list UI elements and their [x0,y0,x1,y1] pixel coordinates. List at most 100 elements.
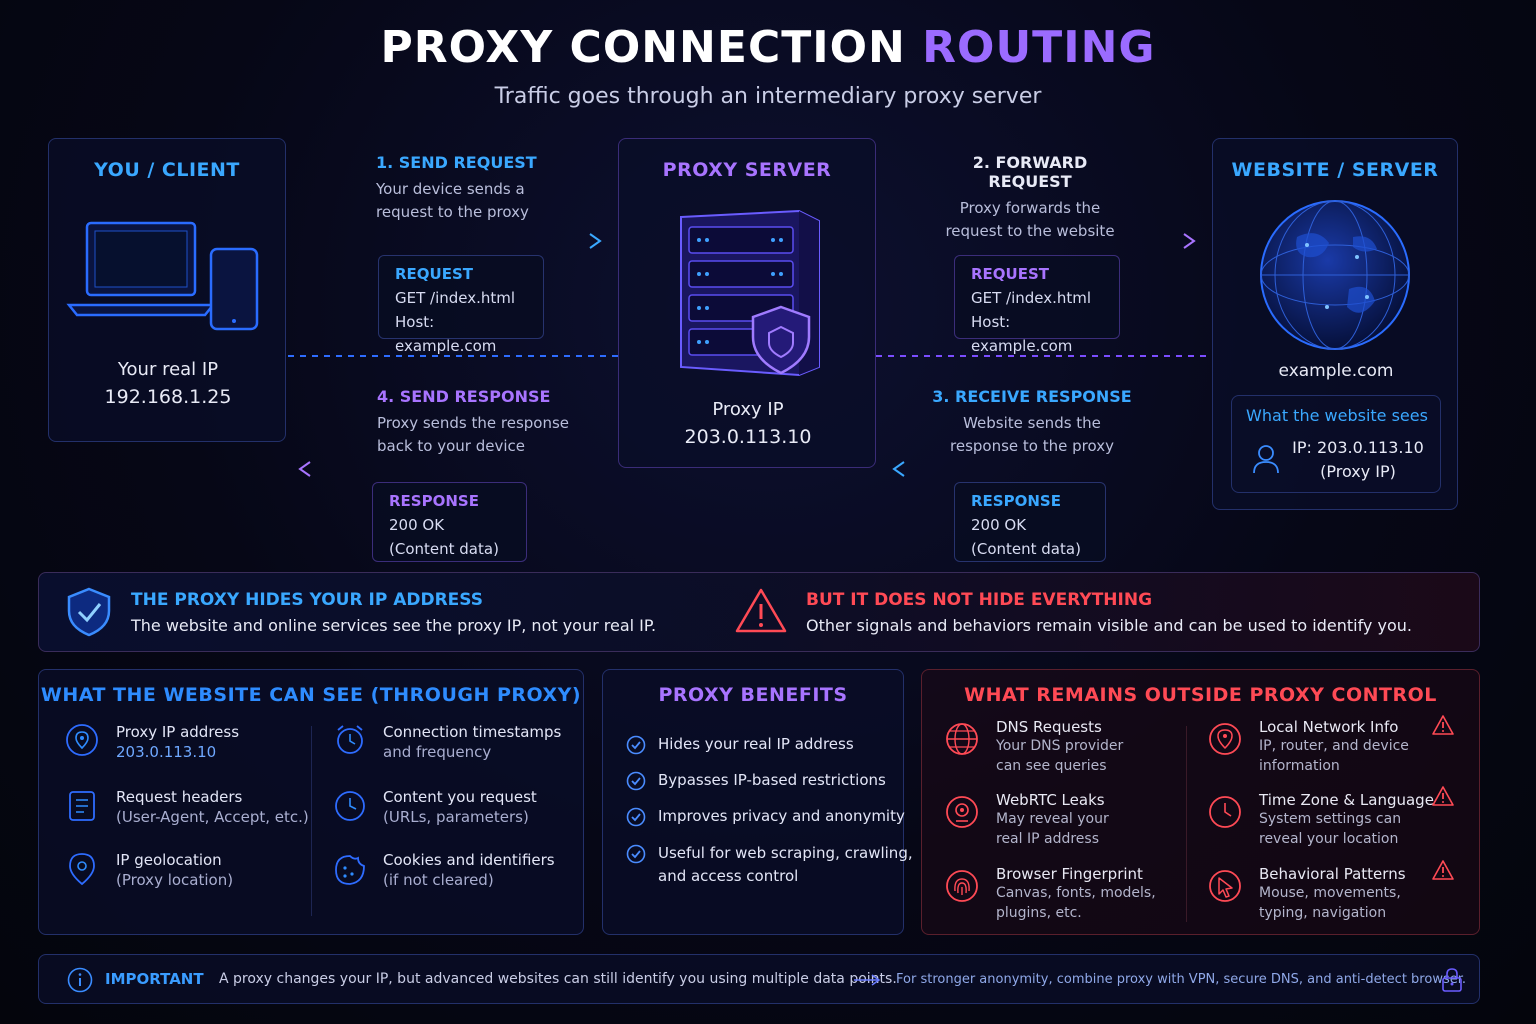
important-label: IMPORTANT [105,970,204,988]
website-sees-title: What the website sees [1246,406,1428,425]
item-sub: System settings can [1259,811,1402,827]
item-sub: (Proxy location) [116,871,234,889]
can-see-item: Content you request(URLs, parameters) [383,788,537,828]
item-title: Content you request [383,788,537,806]
alarm-clock-icon [337,725,363,754]
item-title: Browser Fingerprint [996,865,1143,883]
item-sub: Canvas, fonts, models, [996,885,1156,901]
request-box-left: REQUEST GET /index.html Host: example.co… [378,255,544,355]
response-label: RESPONSE [971,492,1061,510]
check-circle-icon [626,735,646,755]
banner-right-title: BUT IT DOES NOT HIDE EVERYTHING [806,590,1153,610]
item-sub: 203.0.113.10 [116,743,217,761]
globe-icon [946,723,978,755]
can-see-item: Cookies and identifiers(if not cleared) [383,851,555,891]
step-desc: Your device sends a [376,180,525,198]
step-send-request: 1. SEND REQUEST Your device sends a requ… [376,153,596,224]
proxy-ip: 203.0.113.10 [684,426,812,448]
response-content: (Content data) [389,540,499,558]
item-title: WebRTC Leaks [996,791,1105,809]
outside-heading: WHAT REMAINS OUTSIDE PROXY CONTROL [964,684,1437,706]
shield-check-icon [67,587,111,637]
network-icon [1209,723,1241,755]
step-desc: Proxy forwards the [959,199,1101,217]
item-sub: (if not cleared) [383,871,494,889]
item-sub: IP, router, and device [1259,738,1409,754]
cursor-icon [1209,870,1241,902]
arrow-website-to-proxy [892,461,1196,477]
banner-right-text: Other signals and behaviors remain visib… [806,616,1412,635]
item-sub: typing, navigation [1259,905,1387,921]
benefit-item-cont: and access control [658,867,799,885]
request-host: Host: example.com [971,313,1073,355]
website-sees-box: What the website sees IP: 203.0.113.10 (… [1231,395,1441,493]
response-status: 200 OK [389,516,445,534]
warning-icon [1432,860,1454,880]
check-circle-icon [626,844,646,864]
location-pin-icon [66,724,98,756]
request-line: GET /index.html [395,289,516,307]
step-send-response: 4. SEND RESPONSE Proxy sends the respons… [377,387,597,458]
request-host: Host: example.com [395,313,497,355]
lock-icon [1442,968,1462,992]
check-circle-icon [626,807,646,827]
warning-icon [1432,786,1454,806]
arrow-right-icon [854,974,881,986]
website-can-see-panel: WHAT THE WEBSITE CAN SEE (THROUGH PROXY) [38,669,584,935]
request-box-right: REQUEST GET /index.html Host: example.co… [954,255,1120,355]
website-heading: WEBSITE / SERVER [1231,159,1439,181]
warning-icon [735,588,787,633]
step-title: 1. SEND REQUEST [376,153,537,172]
banner-left-title: THE PROXY HIDES YOUR IP ADDRESS [131,590,484,610]
step-desc: back to your device [377,437,526,455]
step-desc: request to the proxy [376,203,529,221]
item-sub: and frequency [383,743,492,761]
website-panel: WEBSITE / SERVER example.com What the we… [1212,138,1458,510]
document-icon [69,791,95,821]
proxy-benefits-panel: PROXY BENEFITS [602,669,904,935]
item-sub: real IP address [996,831,1100,847]
website-domain: example.com [1278,361,1394,381]
laptop-phone-icon [66,221,259,331]
request-label: REQUEST [395,265,474,283]
item-sub: Mouse, movements, [1259,885,1401,901]
user-icon [1253,445,1279,474]
cookie-icon [335,855,365,885]
item-sub: plugins, etc. [996,905,1082,921]
important-text: A proxy changes your IP, but advanced we… [219,971,897,987]
request-line: GET /index.html [971,289,1092,307]
benefit-item: Improves privacy and anonymity [658,807,905,825]
proxy-heading: PROXY SERVER [662,159,832,181]
clock-icon [1209,796,1241,828]
item-title: Time Zone & Language [1259,791,1434,809]
step-forward-request: 2. FORWARD REQUEST Proxy forwards the re… [930,153,1130,243]
outside-control-panel: WHAT REMAINS OUTSIDE PROXY CONTROL [921,669,1480,935]
server-shield-icon [680,209,820,377]
flow-arrows [288,233,1212,477]
page-subtitle: Traffic goes through an intermediary pro… [494,84,1042,109]
step-title: 3. RECEIVE RESPONSE [932,387,1132,406]
step-desc: response to the proxy [950,437,1114,455]
website-sees-ip: IP: 203.0.113.10 [1292,438,1424,457]
item-sub: reveal your location [1259,831,1399,847]
website-sees-note: (Proxy IP) [1320,462,1396,481]
item-title: Connection timestamps [383,723,562,741]
webcam-icon [946,796,978,828]
item-sub: May reveal your [996,811,1109,827]
step-desc: Proxy sends the response [377,414,570,432]
globe-icon [1260,200,1410,350]
response-status: 200 OK [971,516,1027,534]
item-sub: can see queries [996,758,1107,774]
can-see-item: Request headers(User-Agent, Accept, etc.… [116,788,309,828]
response-box-left: RESPONSE 200 OK (Content data) [372,482,527,562]
benefit-item: Useful for web scraping, crawling, [658,844,913,862]
can-see-item: IP geolocation(Proxy location) [116,851,233,891]
benefits-heading: PROXY BENEFITS [658,684,848,706]
item-title: Behavioral Patterns [1259,865,1406,883]
arrow-proxy-to-website [892,233,1196,249]
